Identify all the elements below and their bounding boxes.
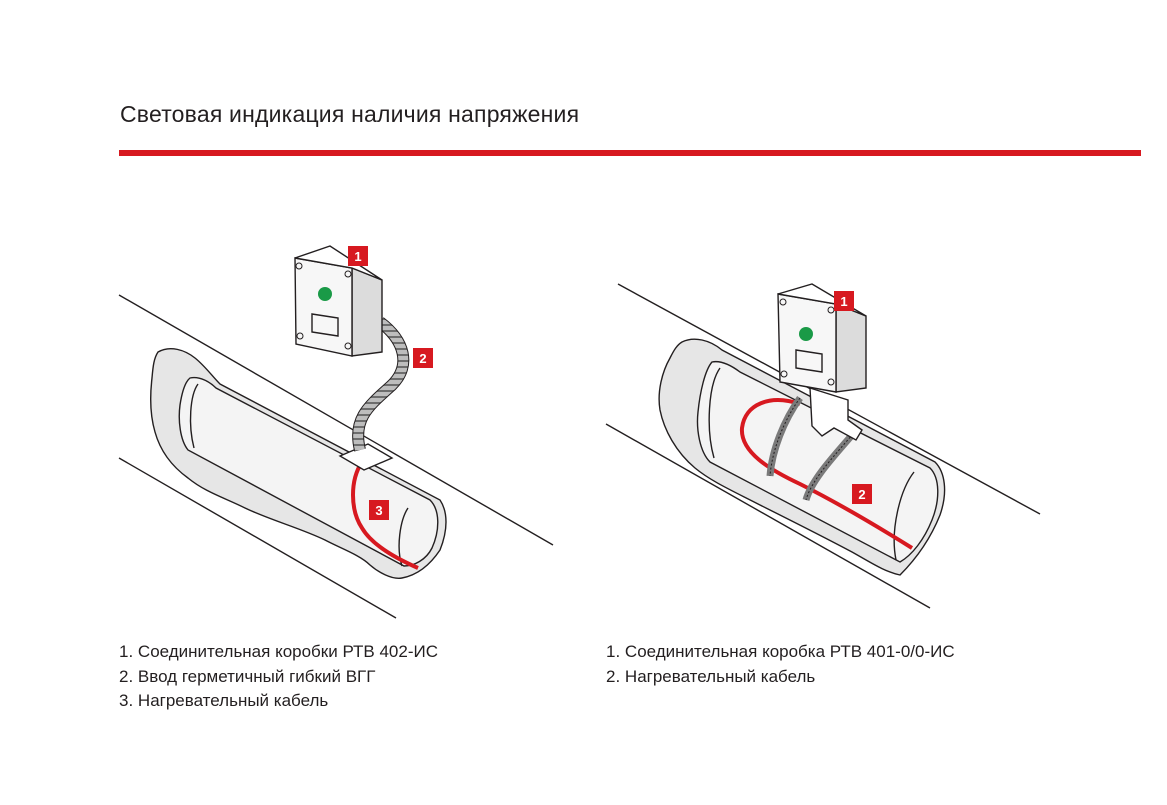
right-led-indicator [799,327,813,341]
page-title: Световая индикация наличия напряжения [120,101,580,127]
legend-number: 1. [119,642,134,661]
right-mount-bracket [809,387,863,441]
legend-item: 1. Соединительная коробка РТВ 401-0/0-ИС [606,640,955,665]
legend-text: Соединительная коробки РТВ 402-ИС [137,642,438,661]
legend-text: Нагревательный кабель [624,666,816,686]
right-diagram [605,283,1041,609]
legend-number: 2. [119,666,134,686]
legend-text: Соединительная коробка РТВ 401-0/0-ИС [624,642,955,661]
legend-item: 2. Нагревательный кабель [606,665,955,690]
right-pipe-band-end [893,471,915,561]
left-heating-cable [351,460,419,570]
right-callout-1: 1 [834,291,854,311]
left-pipe-band [189,383,199,449]
right-pipe-band [708,367,721,459]
left-led-indicator [318,287,332,301]
legend-text: Нагревательный кабель [137,691,329,710]
legend-item: 2. Ввод герметичный гибкий ВГГ [119,665,438,690]
left-callout-1-label: 1 [354,249,361,264]
left-callout-2: 2 [413,348,433,368]
legend-number: 3. [119,691,134,710]
right-junction-box [777,283,867,393]
title-underline [119,150,1141,156]
left-insulation-bottom-line [118,457,397,619]
legend-text: Ввод герметичный гибкий ВГГ [137,666,376,686]
left-insulation-top-line [118,294,554,546]
right-legend: 1. Соединительная коробка РТВ 401-0/0-ИС… [606,640,955,689]
left-flexible-hose-fill [353,318,409,452]
right-callout-2: 2 [852,484,872,504]
left-callout-2-label: 2 [419,351,426,366]
right-callout-1-label: 1 [840,294,847,309]
right-insulation-bottom-line [605,423,931,609]
left-callout-3: 3 [369,500,389,520]
left-legend: 1. Соединительная коробки РТВ 402-ИС 2. … [119,640,438,714]
right-heating-cable [739,398,914,550]
left-junction-box [294,245,383,357]
left-callout-3-label: 3 [375,503,382,518]
legend-item: 1. Соединительная коробки РТВ 402-ИС [119,640,438,665]
left-diagram [118,245,554,619]
legend-item: 3. Нагревательный кабель [119,689,438,714]
legend-number: 2. [606,666,621,686]
right-pipe [696,360,939,563]
right-callout-2-label: 2 [858,487,865,502]
left-callout-1: 1 [348,246,368,266]
legend-number: 1. [606,642,621,661]
